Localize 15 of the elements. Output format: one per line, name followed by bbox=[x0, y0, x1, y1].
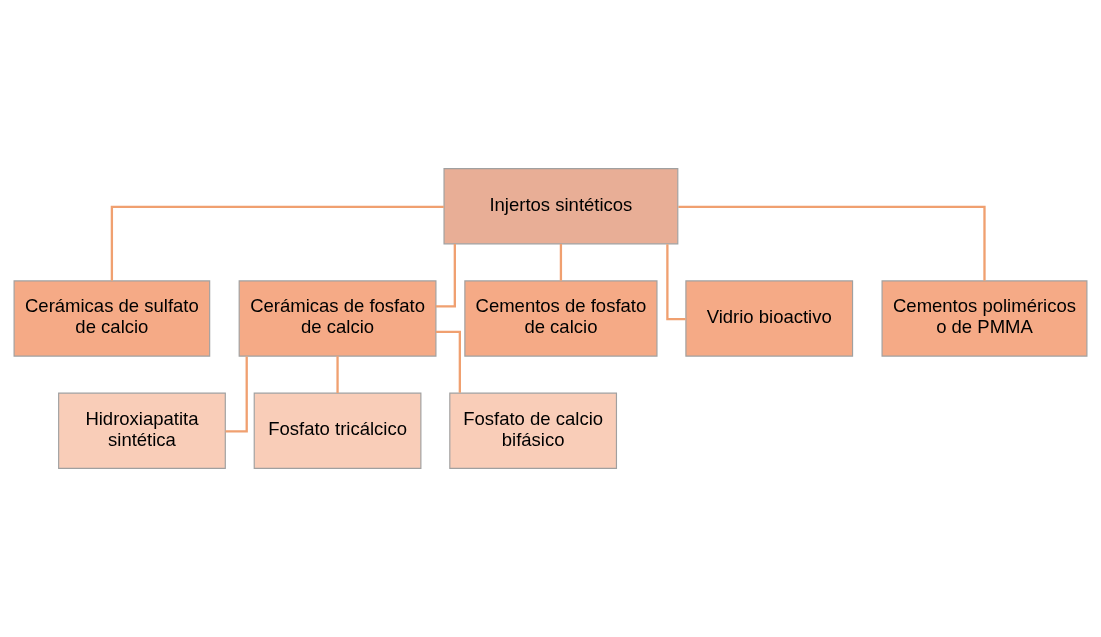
node-box: Cerámicas de fosfato de calcio bbox=[238, 280, 437, 357]
node-box: Cementos poliméricos o de PMMA bbox=[881, 280, 1088, 357]
node-box: Cerámicas de sulfato de calcio bbox=[13, 280, 211, 357]
node-box: Injertos sintéticos bbox=[443, 168, 679, 245]
connector bbox=[225, 356, 248, 433]
connector bbox=[110, 205, 444, 281]
node-box: Cementos de fosfato de calcio bbox=[464, 280, 658, 357]
connector bbox=[678, 205, 986, 281]
node-box: Vidrio bioactivo bbox=[685, 280, 854, 357]
node-box: Fosfato de calcio bifásico bbox=[449, 392, 618, 469]
connector bbox=[336, 356, 339, 393]
node-box: Fosfato tricálcico bbox=[253, 392, 422, 469]
connector bbox=[435, 330, 461, 393]
connector bbox=[559, 243, 563, 281]
node-box: Hidroxiapatita sintética bbox=[58, 392, 226, 469]
